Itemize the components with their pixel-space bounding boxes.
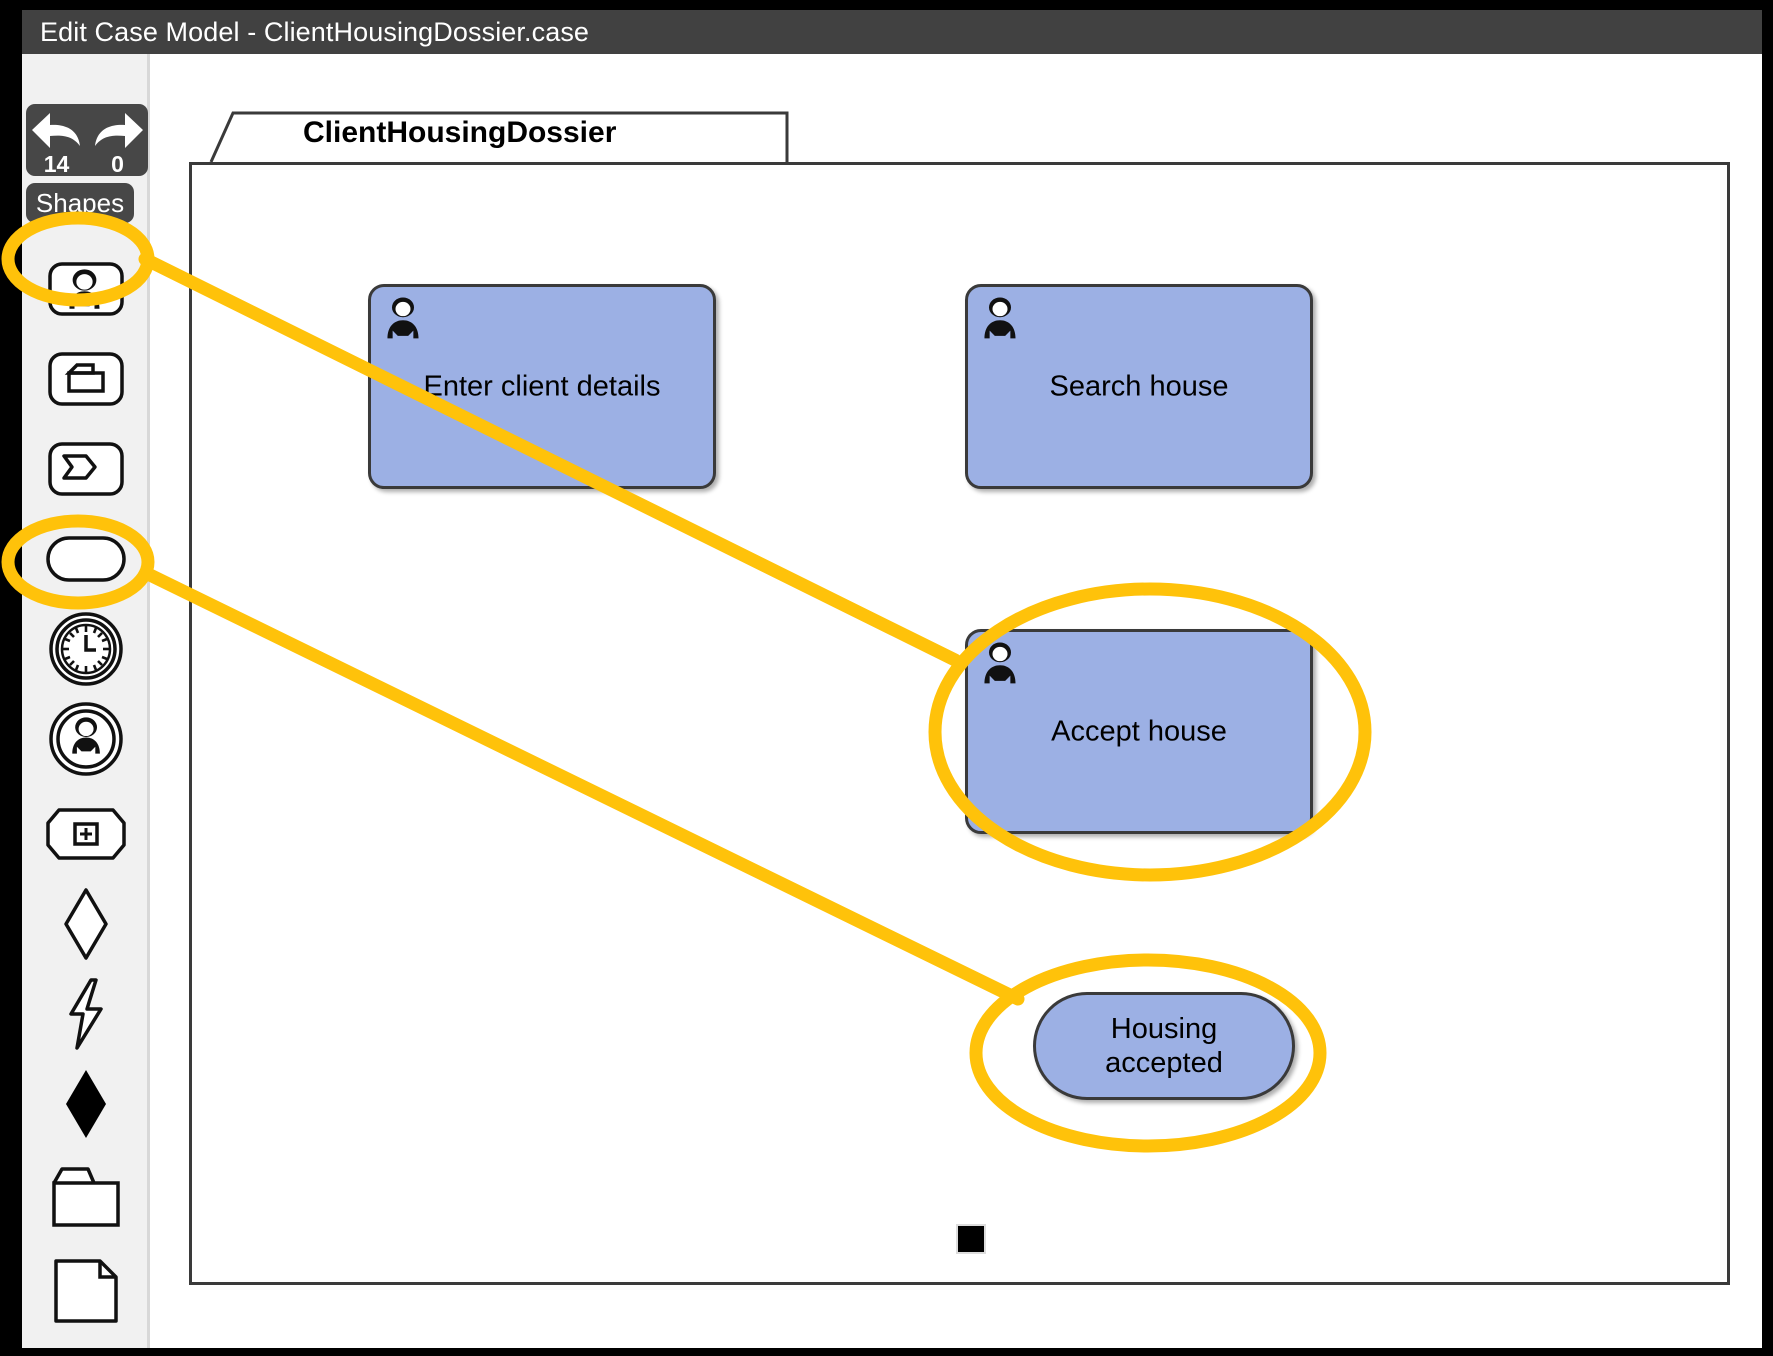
selection-marker[interactable] [956, 1224, 986, 1254]
undo-button[interactable]: 14 [26, 104, 87, 176]
diamond-outline-icon [64, 888, 108, 960]
caseplan-title: ClientHousingDossier [303, 116, 617, 149]
palette-item-stage[interactable] [22, 789, 150, 879]
undo-count: 14 [43, 151, 70, 177]
human-task-icon [387, 297, 419, 339]
palette-item-timer-event[interactable] [22, 604, 150, 694]
task-accept-house[interactable]: Accept house [965, 629, 1313, 834]
application-window: Edit Case Model - ClientHousingDossier.c… [22, 10, 1762, 1348]
human-task-icon [48, 262, 124, 316]
undo-redo-group: 14 0 [26, 104, 148, 176]
redo-icon [95, 113, 143, 148]
caseplan-tab-shape [189, 110, 789, 165]
shapes-palette: 14 0 Shapes [22, 54, 150, 1348]
human-task-icon [984, 297, 1016, 339]
task-label: Enter client details [423, 370, 661, 403]
palette-item-exit-criterion[interactable] [22, 969, 150, 1059]
palette-item-human-task[interactable] [22, 244, 150, 334]
undo-icon [32, 113, 80, 148]
palette-item-user-event[interactable] [22, 694, 150, 784]
palette-item-process-task[interactable] [22, 424, 150, 514]
palette-item-exit-criterion-filled[interactable] [22, 1059, 150, 1149]
lightning-icon [69, 978, 103, 1050]
palette-item-case-file-item[interactable] [22, 1152, 150, 1242]
milestone-label: Housing accepted [1036, 1012, 1292, 1080]
case-task-icon [48, 352, 124, 406]
task-enter-client-details[interactable]: Enter client details [368, 284, 716, 489]
task-search-house[interactable]: Search house [965, 284, 1313, 489]
user-event-icon [49, 702, 123, 776]
milestone-label-line1: Housing [1110, 1012, 1218, 1045]
diamond-filled-icon [66, 1070, 106, 1138]
palette-item-document[interactable] [22, 1246, 150, 1336]
task-label: Accept house [1051, 715, 1227, 748]
redo-count: 0 [111, 151, 124, 177]
milestone-label-line2: accepted [1105, 1047, 1223, 1079]
redo-button[interactable]: 0 [87, 104, 148, 176]
stage-icon [46, 808, 126, 860]
document-icon [54, 1259, 118, 1323]
task-label: Search house [1049, 370, 1229, 403]
diagram-canvas[interactable]: ClientHousingDossier Enter client detail… [153, 54, 1762, 1348]
timer-event-icon [49, 612, 123, 686]
palette-item-case-task[interactable] [22, 334, 150, 424]
palette-item-entry-criterion[interactable] [22, 879, 150, 969]
palette-item-milestone[interactable] [22, 514, 150, 604]
human-task-icon [984, 642, 1016, 684]
folder-icon [52, 1167, 120, 1227]
milestone-icon [46, 536, 126, 582]
window-titlebar: Edit Case Model - ClientHousingDossier.c… [22, 10, 1762, 54]
process-task-icon [48, 442, 124, 496]
milestone-housing-accepted[interactable]: Housing accepted [1033, 992, 1295, 1100]
shapes-button[interactable]: Shapes [26, 183, 134, 223]
